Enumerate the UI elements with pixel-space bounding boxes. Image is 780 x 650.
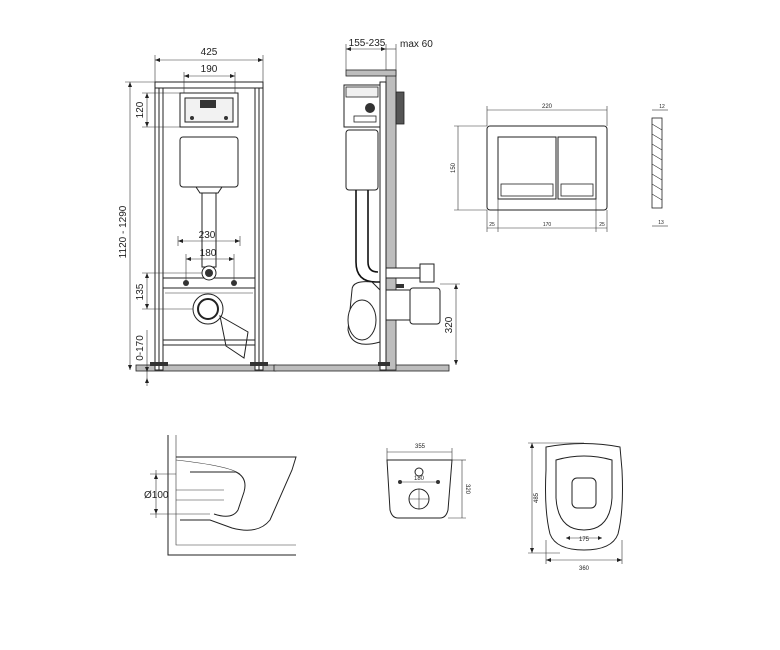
- frame-front-view: 425 190 120 1120 - 1290 230 180: [118, 47, 277, 386]
- dim-max-offset: max 60: [400, 39, 433, 50]
- dim-bowl-back-width: 355: [415, 444, 426, 450]
- bowl-side-view: Ø100: [144, 435, 297, 556]
- dim-frame-width: 425: [201, 47, 218, 58]
- dim-pipe-diameter: Ø100: [144, 490, 169, 501]
- dim-plate-thickness: 12: [659, 104, 665, 110]
- dim-bowl-length: 485: [534, 492, 540, 503]
- flush-plate-profile: [651, 117, 663, 209]
- dim-bowl-back-height: 320: [464, 484, 470, 495]
- dim-button-width: 190: [201, 64, 218, 75]
- dim-plate-inner-width: 170: [543, 222, 552, 228]
- dim-frame-depth: 155-235: [349, 38, 386, 49]
- dim-frame-height: 1120 - 1290: [118, 205, 129, 258]
- dim-plate-margin-left: 25: [489, 222, 495, 228]
- dim-bowl-width: 360: [579, 566, 590, 572]
- wall: [385, 69, 397, 371]
- side-frame-upright: [379, 81, 387, 371]
- dim-plate-depth: 13: [658, 220, 664, 226]
- bowl-top-outline: [545, 443, 623, 551]
- dim-leg-adjust: 0-170: [135, 335, 146, 361]
- bowl-back-outline: [386, 459, 453, 519]
- dim-plate-width: 220: [542, 104, 553, 110]
- frame-top-bar: [154, 81, 264, 89]
- dim-plate-margin-right: 25: [599, 222, 605, 228]
- bowl-top-view: 485 175 360: [528, 442, 623, 572]
- dim-plate-height: 150: [451, 162, 457, 173]
- dim-outlet-spacing: 180: [200, 248, 217, 259]
- bowl-outline: [176, 456, 297, 531]
- dim-seat-holes: 175: [579, 537, 590, 543]
- dim-top-height: 120: [135, 101, 146, 118]
- bowl-back-view: 355 180 320: [386, 444, 470, 519]
- side-floor-line: [273, 364, 450, 372]
- cistern-body: [179, 136, 239, 188]
- flush-plate-view: 220 150 25 170 25 12 13: [451, 104, 668, 232]
- dim-outlet-height: 135: [135, 283, 146, 300]
- bowl-top-opening: [571, 477, 597, 509]
- side-cistern-body: [345, 129, 379, 191]
- frame-side-view: 155-235 max 60 320: [273, 38, 460, 372]
- dim-studs: 230: [199, 230, 216, 241]
- dim-side-outlet-height: 320: [444, 316, 455, 333]
- dim-bowl-hole-spacing: 180: [414, 476, 425, 482]
